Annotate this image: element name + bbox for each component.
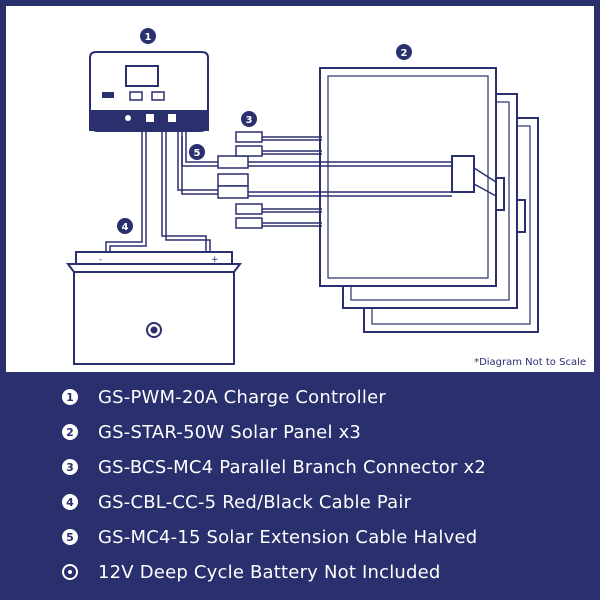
wiring-diagram-panel: 1 2 3 4 5 - + *Diagram Not to Scale (6, 6, 594, 372)
callout-1: 1 (140, 28, 156, 44)
load-icon (168, 114, 176, 122)
legend-item-battery: 12V Deep Cycle Battery Not Included (62, 557, 441, 587)
branch-connector-bottom (217, 167, 497, 229)
battery-terminal-icon (62, 564, 78, 580)
number-4-icon: 4 (62, 494, 78, 510)
battery-icon (146, 114, 154, 122)
branch-connector-top (217, 131, 452, 187)
battery (66, 251, 242, 365)
svg-text:4: 4 (122, 222, 129, 233)
number-5-icon: 5 (62, 529, 78, 545)
svg-text:1: 1 (145, 32, 152, 43)
controller-display (125, 65, 159, 87)
callout-4: 4 (117, 218, 133, 234)
legend-item-label: GS-CBL-CC-5 Red/Black Cable Pair (98, 491, 412, 513)
callout-5: 5 (189, 144, 205, 160)
legend-item-cable-pair: 4 GS-CBL-CC-5 Red/Black Cable Pair (62, 487, 411, 517)
callout-2: 2 (396, 44, 412, 60)
battery-negative-label: - (99, 255, 102, 265)
scale-note: *Diagram Not to Scale (474, 357, 586, 368)
legend-item-label: GS-PWM-20A Charge Controller (98, 386, 386, 408)
extension-cable (177, 132, 218, 195)
legend-item-label: GS-BCS-MC4 Parallel Branch Connector x2 (98, 456, 487, 478)
legend-item-branch-connector: 3 GS-BCS-MC4 Parallel Branch Connector x… (62, 452, 486, 482)
solar-panel-front (319, 67, 526, 287)
svg-text:3: 3 (246, 115, 253, 126)
svg-text:2: 2 (401, 48, 408, 59)
battery-positive-label: + (211, 255, 219, 265)
sun-icon (125, 115, 131, 121)
junction-box (451, 155, 475, 193)
legend-item-charge-controller: 1 GS-PWM-20A Charge Controller (62, 382, 386, 412)
legend-item-extension-cable: 5 GS-MC4-15 Solar Extension Cable Halved (62, 522, 477, 552)
number-1-icon: 1 (62, 389, 78, 405)
number-2-icon: 2 (62, 424, 78, 440)
charge-controller (89, 51, 209, 132)
legend-item-label: 12V Deep Cycle Battery Not Included (98, 561, 441, 583)
battery-cable-pair (105, 132, 211, 252)
legend-item-solar-panel: 2 GS-STAR-50W Solar Panel x3 (62, 417, 361, 447)
wiring-diagram: 1 2 3 4 5 - + (66, 28, 539, 365)
callout-3: 3 (241, 111, 257, 127)
component-legend: 1 GS-PWM-20A Charge Controller 2 GS-STAR… (0, 378, 600, 600)
svg-text:5: 5 (194, 148, 201, 159)
legend-item-label: GS-MC4-15 Solar Extension Cable Halved (98, 526, 478, 548)
legend-item-label: GS-STAR-50W Solar Panel x3 (98, 421, 362, 443)
number-3-icon: 3 (62, 459, 78, 475)
